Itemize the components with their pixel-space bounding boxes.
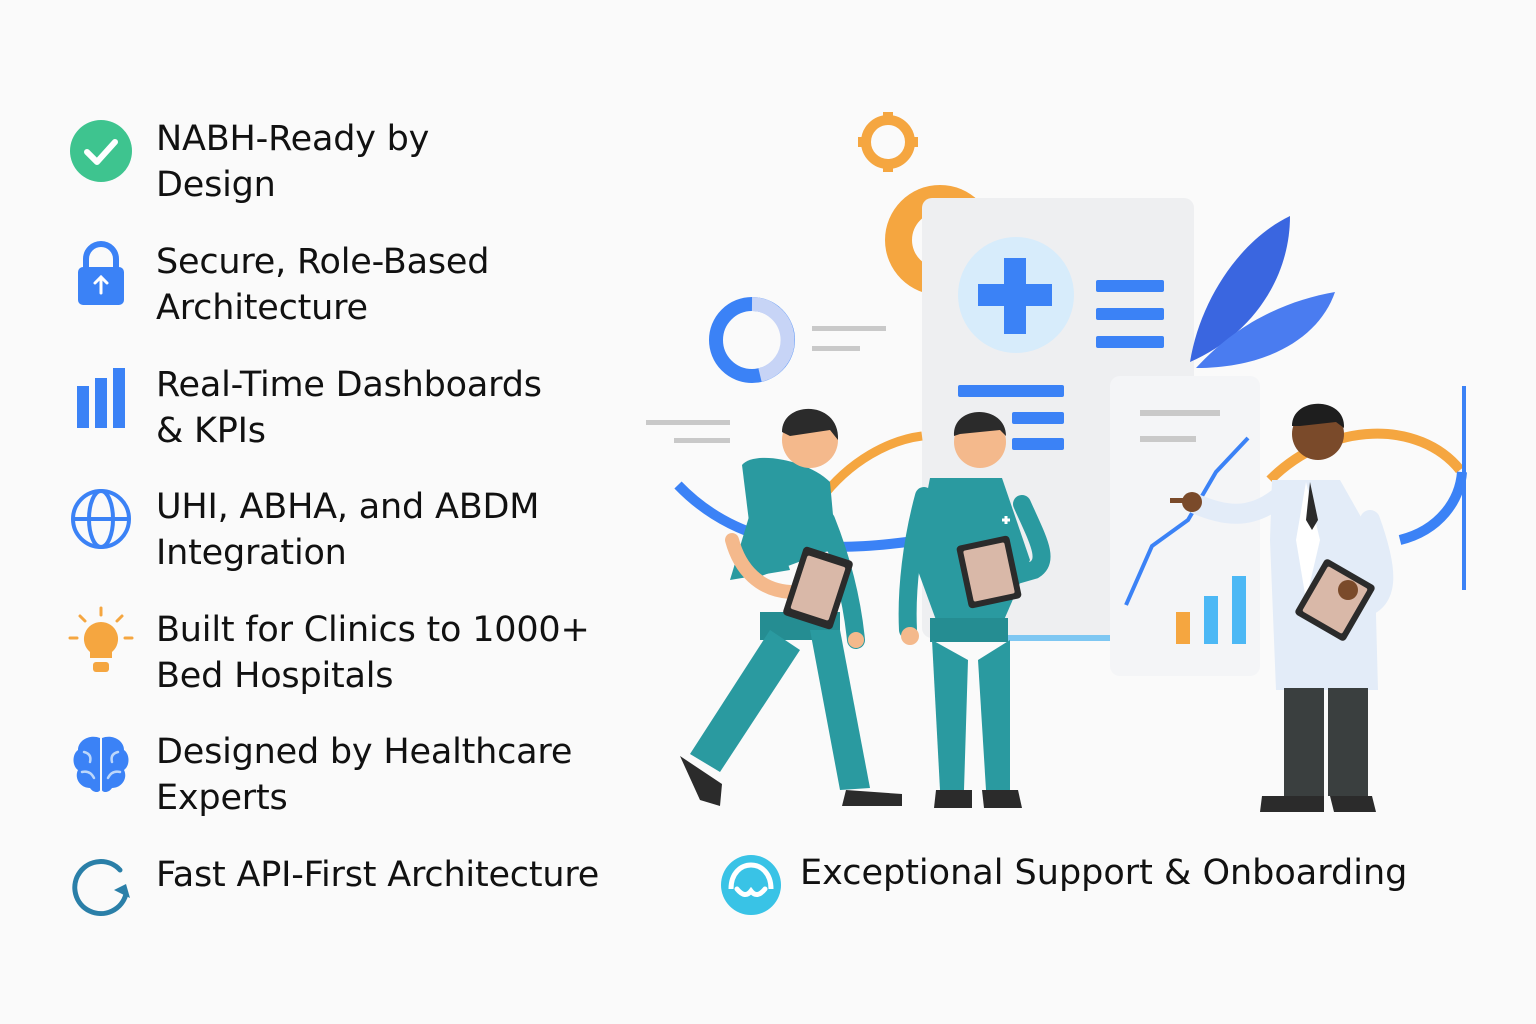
feature-api: Fast API-First Architecture — [66, 852, 599, 922]
feature-integration: UHI, ABHA, and ABDM Integration — [66, 484, 539, 576]
feature-experts: Designed by Healthcare Experts — [66, 729, 572, 821]
person-doctor — [1170, 403, 1394, 812]
bar-chart-icon — [66, 362, 136, 432]
feature-dashboards: Real-Time Dashboards & KPIs — [66, 362, 542, 454]
feature-nabh: NABH-Ready by Design — [66, 116, 429, 208]
feature-label: UHI, ABHA, and ABDM Integration — [156, 487, 540, 573]
check-circle-icon — [66, 116, 136, 186]
gear-icon — [858, 112, 918, 172]
feature-label: Designed by Healthcare Experts — [156, 732, 573, 818]
feature-label: Fast API-First Architecture — [156, 855, 600, 895]
feature-label: Real-Time Dashboards & KPIs — [156, 365, 542, 451]
feature-support: Exceptional Support & Onboarding — [716, 850, 1407, 920]
feature-label: Built for Clinics to 1000+ Bed Hospitals — [156, 610, 590, 696]
person-nurse-walking — [680, 408, 902, 806]
support-label: Exceptional Support & Onboarding — [800, 853, 1408, 893]
healthcare-team-illustration — [646, 112, 1467, 812]
refresh-icon — [66, 852, 136, 922]
chart-panel — [1110, 376, 1260, 676]
person-nurse-standing — [898, 412, 1051, 808]
feature-scale: Built for Clinics to 1000+ Bed Hospitals — [66, 606, 590, 699]
brain-icon — [66, 729, 136, 799]
leaf-icon — [1190, 216, 1290, 362]
feature-secure: Secure, Role-Based Architecture — [66, 239, 489, 331]
feature-label: NABH-Ready by Design — [156, 119, 430, 205]
globe-icon — [66, 484, 136, 554]
feature-label: Secure, Role-Based Architecture — [156, 242, 490, 328]
lock-icon — [66, 239, 136, 309]
lightbulb-icon — [66, 606, 136, 677]
headset-icon — [716, 850, 786, 920]
